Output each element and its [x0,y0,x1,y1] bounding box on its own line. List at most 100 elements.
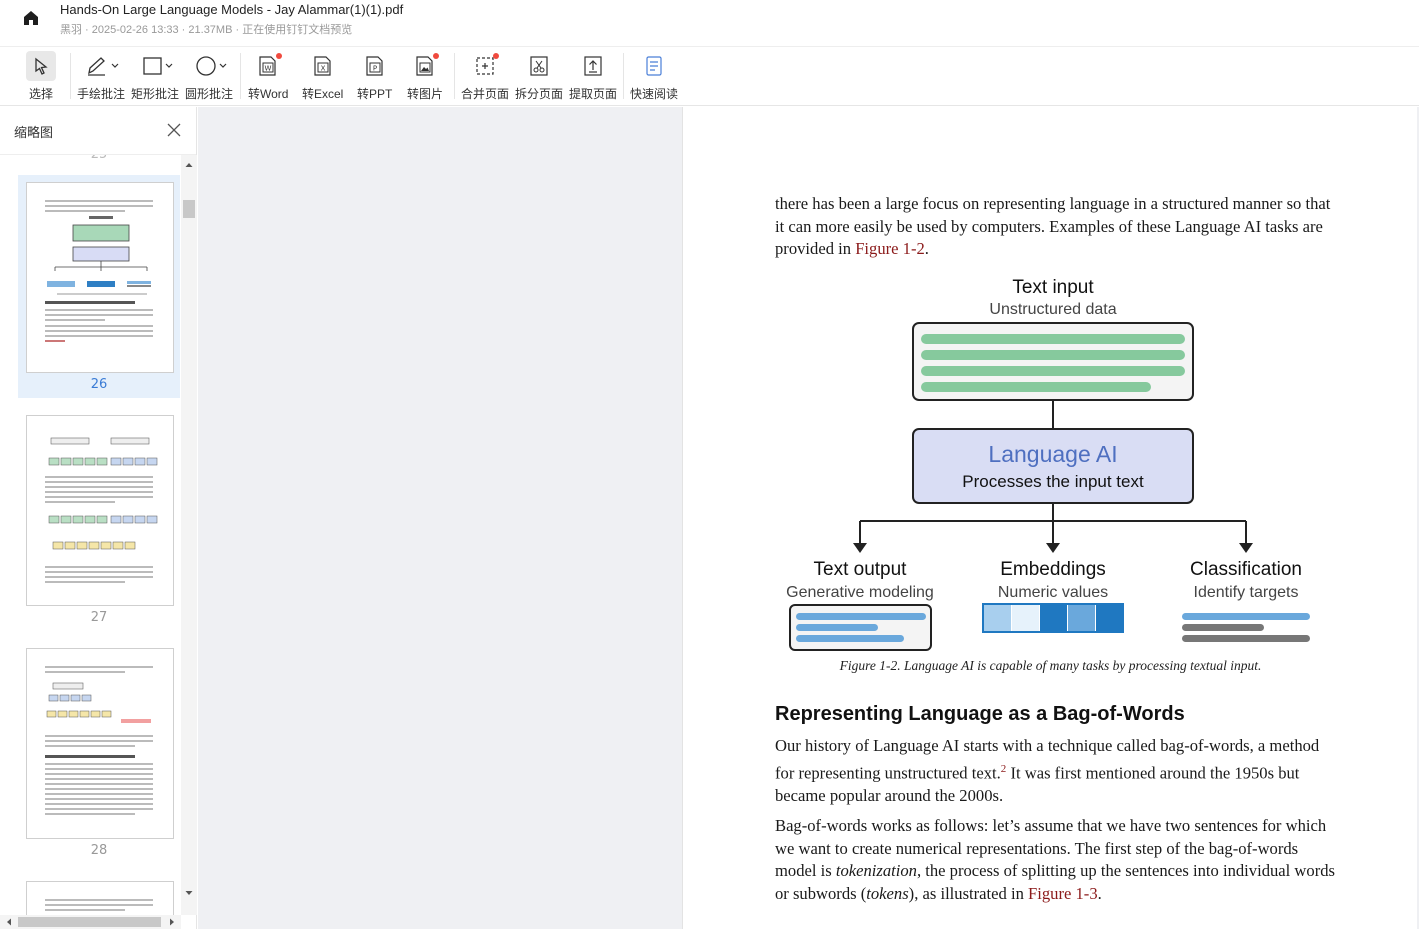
figure-caption: Figure 1-2. Language AI is capable of ma… [839,658,1262,673]
figure-input-title: Text input [1012,277,1094,298]
scrollbar-thumb[interactable] [183,200,195,218]
figure-output-title: Text output [814,559,908,580]
footnote-link[interactable]: 2 [1000,762,1007,775]
freehand-label: 手绘批注 [77,87,126,101]
convert-word-label: 转Word [248,87,289,101]
convert-excel-label: 转Excel [302,87,344,101]
scroll-left-arrow-icon[interactable] [2,915,16,929]
circle-label: 圆形批注 [185,87,234,101]
thumbnail-page-26[interactable]: 26 [18,175,180,398]
excel-file-icon: X [314,56,331,76]
quick-read-button[interactable]: 快速阅读 [630,51,678,103]
scroll-up-arrow-icon[interactable] [181,157,197,173]
horizontal-scrollbar-thumb[interactable] [18,917,161,927]
thumbnail-page-number: 28 [90,843,108,858]
figure-language-ai-tasks: Text input Unstructured data Language AI… [786,277,1310,651]
thumbnail-page-28[interactable]: 28 [18,641,180,864]
page-thumbnail-preview [45,200,153,342]
scroll-right-arrow-icon[interactable] [165,915,179,929]
home-icon [24,11,38,25]
ppt-file-icon: P [366,56,383,76]
svg-text:X: X [320,65,325,73]
merge-pages-icon [476,57,494,75]
page-thumbnail-preview [45,437,158,583]
rectangle-icon [143,57,173,75]
figure-input-subtitle: Unstructured data [989,301,1116,318]
image-file-icon [416,56,433,76]
figure-embeddings-subtitle: Numeric values [998,584,1108,601]
toolbar-divider [70,53,71,99]
freehand-annotation-button[interactable]: 手绘批注 [77,51,125,103]
title-bar: Hands-On Large Language Models - Jay Ala… [0,0,1419,46]
thumbnail-horizontal-scrollbar[interactable] [0,915,181,929]
sidebar-header: 缩略图 [0,107,196,155]
paragraph-bag-of-words-how: Bag-of-words works as follows: let’s ass… [775,816,1335,903]
sidebar-title: 缩略图 [14,125,54,140]
merge-pages-label: 合并页面 [461,87,510,101]
quick-read-icon [646,56,662,76]
thumbnail-page-29[interactable] [18,874,180,915]
split-pages-label: 拆分页面 [515,87,564,101]
cursor-arrow-icon [35,57,48,75]
new-badge-dot [493,53,499,59]
merge-pages-button[interactable]: 合并页面 [461,51,509,103]
convert-excel-button[interactable]: X 转Excel [302,51,343,103]
rectangle-annotation-button[interactable]: 矩形批注 [131,51,179,103]
thumbnail-sidebar: 缩略图 25 26 [0,107,197,929]
svg-text:P: P [373,65,377,73]
page-thumbnail-preview [45,899,153,911]
word-file-icon: W [259,56,276,76]
scroll-down-arrow-icon[interactable] [181,885,197,901]
thumbnail-page-number: 26 [90,377,108,392]
thumbnail-image [26,648,174,839]
paragraph-intro: there has been a large focus on represen… [775,194,1331,258]
new-badge-dot [276,53,283,59]
page-thumbnail-preview [45,666,153,815]
thumbnail-image [26,881,174,915]
thumbnail-page-number: 27 [90,610,108,625]
split-pages-button[interactable]: 拆分页面 [515,51,563,103]
convert-ppt-button[interactable]: P 转PPT [357,51,392,103]
circle-annotation-button[interactable]: 圆形批注 [185,51,233,103]
extract-pages-label: 提取页面 [569,87,618,101]
extract-icon [584,56,602,76]
toolbar: 选择 手绘批注 矩形批注 圆形批注 W 转Word X 转Excel P 转PP… [0,46,1419,106]
figure-link[interactable]: Figure 1-3 [1028,883,1098,903]
figure-classification-subtitle: Identify targets [1194,584,1299,601]
section-heading: Representing Language as a Bag-of-Words [775,703,1185,725]
thumbnail-image [26,182,174,373]
toolbar-divider [240,53,241,99]
thumbnail-vertical-scrollbar[interactable] [181,155,197,915]
circle-icon [196,56,227,76]
select-tool-button[interactable]: 选择 [26,51,56,103]
rectangle-label: 矩形批注 [131,87,180,101]
figure-embeddings-title: Embeddings [1000,559,1106,580]
new-badge-dot [433,53,439,59]
extract-pages-button[interactable]: 提取页面 [569,51,617,103]
quick-read-label: 快速阅读 [630,87,679,101]
thumbnail-list: 25 26 [0,155,181,915]
convert-ppt-label: 转PPT [357,87,393,101]
convert-image-label: 转图片 [407,87,444,101]
figure-ai-subtitle: Processes the input text [962,472,1144,491]
thumbnail-page-27[interactable]: 27 [18,408,180,631]
pen-icon [88,57,119,76]
document-viewer[interactable]: there has been a large focus on represen… [198,107,1419,929]
close-icon[interactable] [166,122,182,138]
select-tool-label: 选择 [28,87,53,101]
figure-link[interactable]: Figure 1-2 [855,239,925,258]
home-button[interactable] [12,0,50,36]
convert-image-button[interactable]: 转图片 [407,51,443,103]
document-title: Hands-On Large Language Models - Jay Ala… [60,2,404,17]
scissors-icon [530,56,548,76]
toolbar-divider [454,53,455,99]
svg-text:W: W [265,65,272,73]
thumbnail-image [26,415,174,606]
toolbar-divider [623,53,624,99]
pdf-page: there has been a large focus on represen… [682,107,1417,929]
convert-word-button[interactable]: W 转Word [248,51,288,103]
figure-classification-title: Classification [1190,559,1302,580]
figure-ai-title: Language AI [988,441,1117,467]
document-meta: 黑羽 · 2025-02-26 13:33 · 21.37MB · 正在使用钉钉… [60,24,353,36]
figure-output-subtitle: Generative modeling [786,584,934,601]
